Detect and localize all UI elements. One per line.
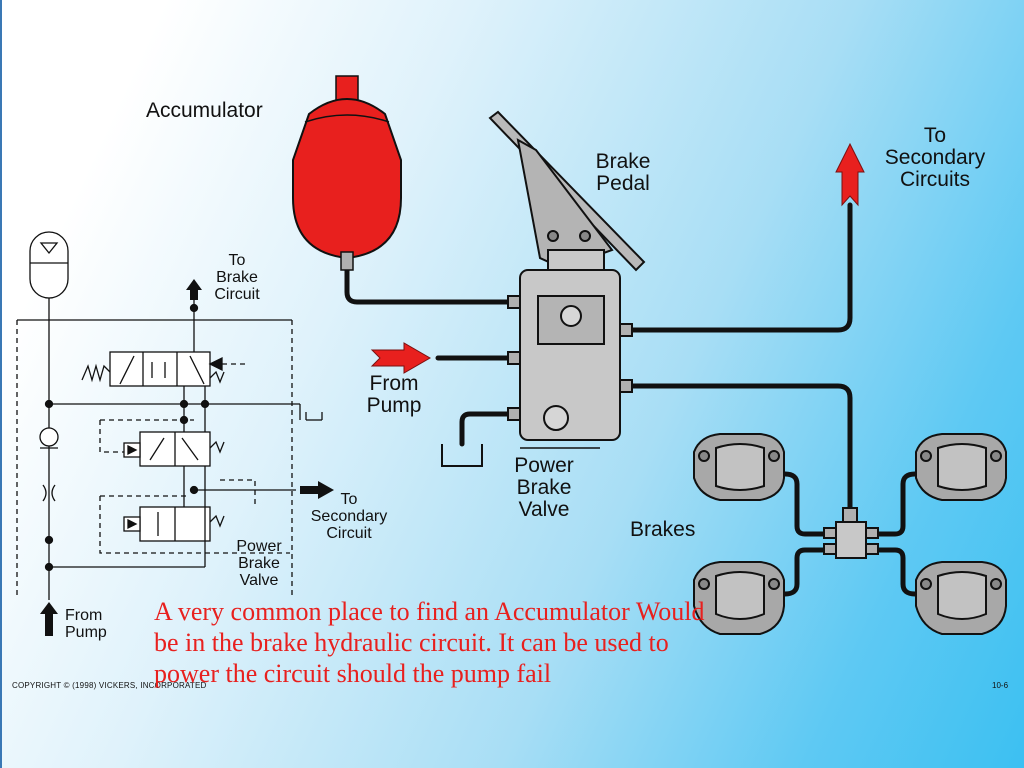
to-brake-circuit-label: To Brake Circuit <box>204 252 270 303</box>
slide-caption: A very common place to find an Accumulat… <box>154 597 705 688</box>
to-secondary-circuit-label: To Secondary Circuit <box>298 491 400 542</box>
from-pump-schematic-label: From Pump <box>65 607 107 642</box>
brake-distribution-block <box>823 507 879 559</box>
power-brake-valve-line-1: Power <box>514 454 574 477</box>
from-pump-label-line-1: From <box>369 372 419 395</box>
schematic-upper-valve <box>109 351 211 387</box>
schematic-check-valve <box>39 427 59 447</box>
to-brake-circuit-line-1: To <box>228 252 246 269</box>
power-brake-valve-body <box>507 249 633 449</box>
page-number: 10-6 <box>992 681 1009 690</box>
accumulator-vessel <box>292 75 402 271</box>
brake-caliper-rear-right <box>915 561 1007 635</box>
power-brake-valve-schematic-line-2: Brake <box>238 554 280 572</box>
to-brake-circuit-arrow <box>186 279 202 300</box>
power-brake-valve-schematic-line-1: Power <box>236 538 282 555</box>
brake-caliper-front-left <box>693 433 785 501</box>
from-pump-schematic-line-1: From <box>65 607 103 624</box>
to-secondary-circuit-line-3: Circuit <box>326 524 372 542</box>
to-secondary-circuit-arrow <box>300 481 334 499</box>
copyright-notice: COPYRIGHT © (1998) VICKERS, INCORPORATED <box>12 681 207 690</box>
from-pump-label: From Pump <box>356 372 432 418</box>
schematic-accumulator-symbol <box>29 231 69 299</box>
brake-pedal-label-line-2: Pedal <box>596 172 650 196</box>
accumulator-label: Accumulator <box>146 99 263 122</box>
power-brake-valve-line-3: Valve <box>518 498 570 522</box>
brake-pedal-part <box>488 110 646 272</box>
power-brake-valve-schematic-line-3: Valve <box>239 571 279 589</box>
brake-caliper-rear-left <box>693 561 785 635</box>
brakes-label: Brakes <box>630 518 696 541</box>
from-pump-schematic-line-2: Pump <box>65 623 107 641</box>
from-pump-schematic-arrow <box>40 602 58 636</box>
brake-pedal-label-line-1: Brake <box>595 150 651 173</box>
to-brake-circuit-line-2: Brake <box>216 268 258 286</box>
hydraulic-hoses <box>344 202 933 597</box>
reservoir-tank <box>441 444 483 467</box>
power-brake-valve-label: Power Brake Valve <box>500 454 588 522</box>
to-secondary-circuits-line-3: Circuits <box>899 168 970 192</box>
to-secondary-circuit-line-2: Secondary <box>310 507 388 525</box>
from-pump-arrow <box>370 342 432 374</box>
to-secondary-circuits-line-1: To <box>923 124 947 147</box>
brake-caliper-front-right <box>915 433 1007 501</box>
to-secondary-circuits-line-2: Secondary <box>884 146 986 170</box>
to-secondary-circuit-line-1: To <box>340 491 358 508</box>
power-brake-valve-line-2: Brake <box>516 476 572 500</box>
power-brake-valve-schematic-label: Power Brake Valve <box>226 538 292 589</box>
to-brake-circuit-line-3: Circuit <box>214 285 260 303</box>
to-secondary-circuits-label: To Secondary Circuits <box>870 124 1000 192</box>
to-secondary-circuits-arrow <box>835 142 865 207</box>
from-pump-label-line-2: Pump <box>366 394 422 418</box>
hydraulic-schematic <box>16 231 323 600</box>
brake-pedal-label: Brake Pedal <box>584 150 662 196</box>
